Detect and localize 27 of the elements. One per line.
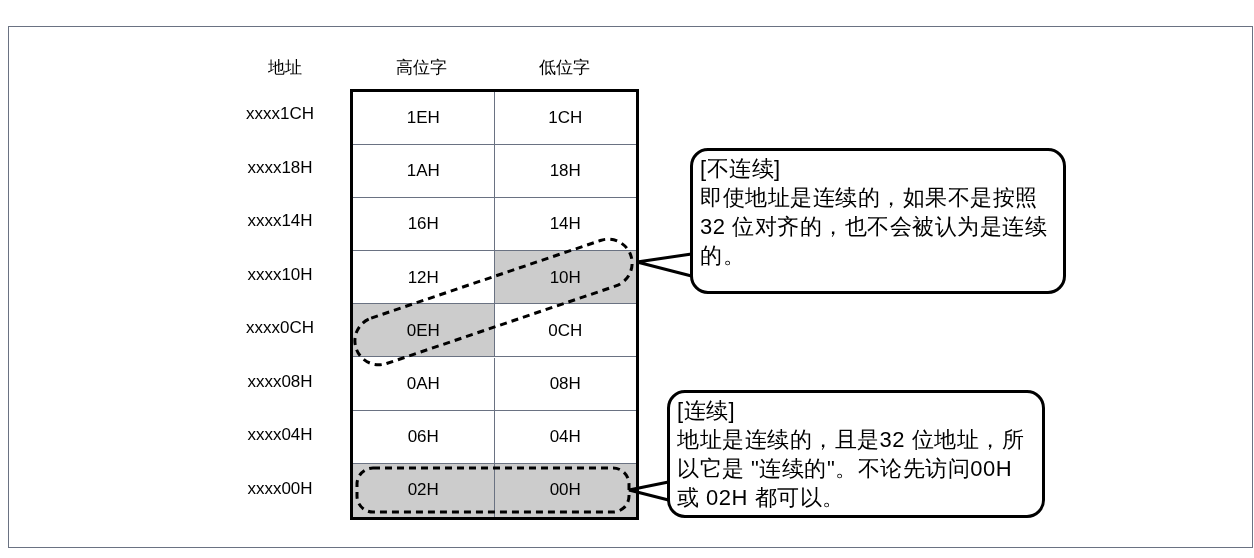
address-label: xxxx10H — [246, 263, 314, 286]
table-cell: 1AH — [353, 145, 495, 199]
address-label: xxxx04H — [246, 424, 314, 446]
address-label: xxxx0CH — [245, 317, 315, 339]
address-label: xxxx14H — [246, 210, 314, 232]
address-label: xxxx00H — [246, 477, 314, 500]
callout-pointer — [627, 480, 669, 502]
callout-heading: [不连续] — [700, 155, 782, 183]
callout-text: 即使地址是连续的，如果不是按照32 位对齐的，也不会被认为是连续的。 — [700, 184, 1049, 270]
table-cell: 06H — [353, 410, 495, 464]
column-header: 高位字 — [395, 57, 448, 79]
address-label: xxxx1CH — [245, 103, 315, 125]
callout-heading: [连续] — [677, 397, 737, 425]
table-cell: 1EH — [353, 92, 495, 146]
table-cell: 12H — [353, 251, 495, 305]
table-cell: 0EH — [353, 304, 495, 358]
column-header: 低位字 — [538, 57, 591, 79]
table-cell: 16H — [353, 198, 495, 252]
callout-bubble — [690, 148, 1066, 294]
table-cell: 10H — [494, 251, 636, 305]
callout-bubble — [667, 390, 1045, 518]
address-label: xxxx08H — [246, 370, 314, 393]
callout-text: 地址是连续的，且是32 位地址，所以它是 "连续的"。不论先访问00H 或 02H 都可以。 — [677, 426, 1026, 512]
table-cell: 0AH — [353, 357, 495, 411]
dashed-outline — [355, 466, 631, 514]
address-label: xxxx18H — [246, 156, 314, 179]
column-header: 地址 — [267, 57, 303, 79]
